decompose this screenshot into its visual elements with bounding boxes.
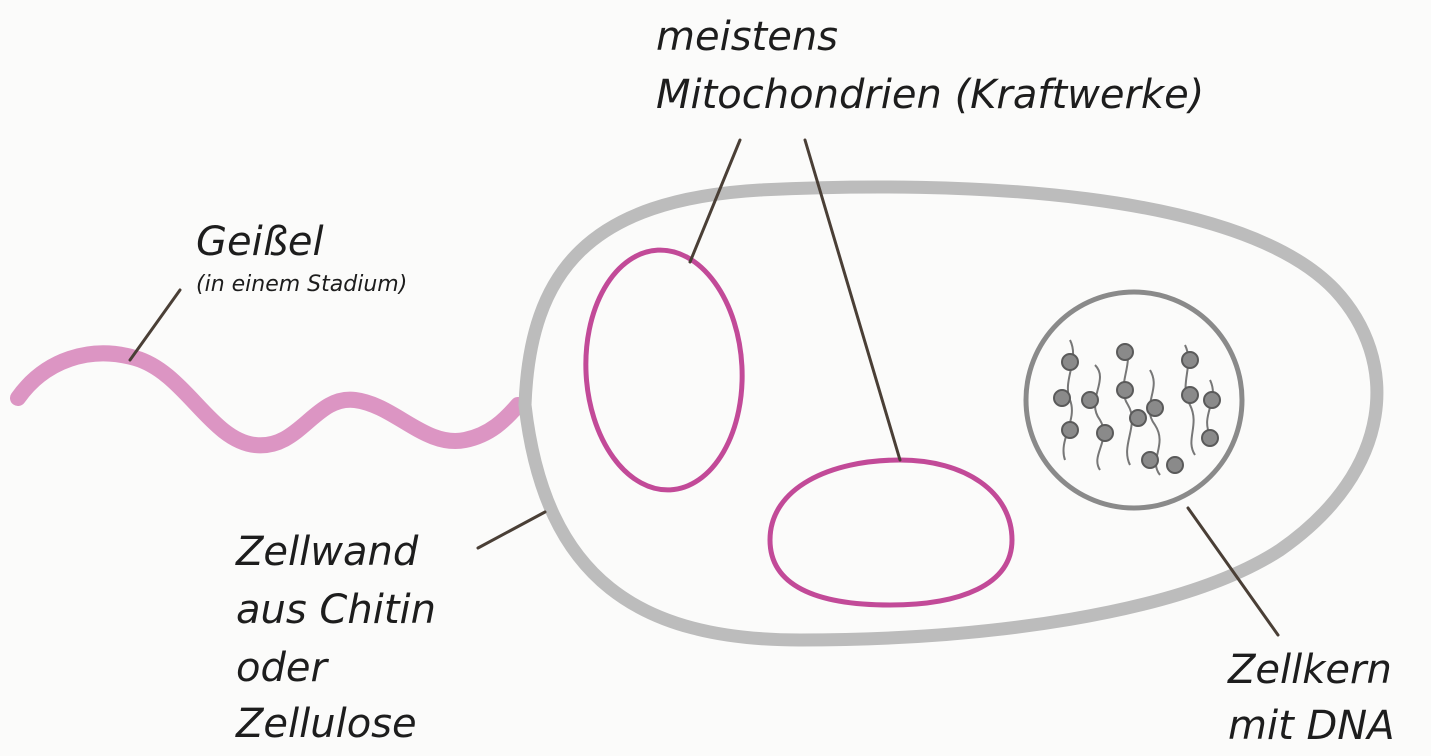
cell-wall: [525, 187, 1377, 640]
label-wall-line1: Zellwand: [236, 525, 418, 580]
label-wall-line3: oder: [236, 641, 327, 696]
mitochondrion-lying: [770, 460, 1012, 605]
label-flagellum-note: (in einem Stadium): [196, 272, 407, 297]
flagellum: [18, 353, 518, 445]
leader-line-nucleus: [1188, 508, 1278, 635]
label-nucleus-line1: Zellkern: [1228, 643, 1392, 698]
leader-line-flagellum: [130, 290, 180, 360]
label-mito-line2: Mitochondrien (Kraftwerke): [656, 68, 1204, 123]
label-flagellum-title: Geißel: [196, 215, 324, 270]
leader-line-cell-wall: [478, 512, 545, 548]
label-wall-line2: aus Chitin: [236, 583, 436, 638]
label-nucleus-line2: mit DNA: [1228, 699, 1395, 754]
label-mito-line1: meistens: [656, 10, 838, 65]
mitochondrion-upright: [580, 246, 748, 494]
label-wall-line4: Zellulose: [236, 697, 417, 752]
